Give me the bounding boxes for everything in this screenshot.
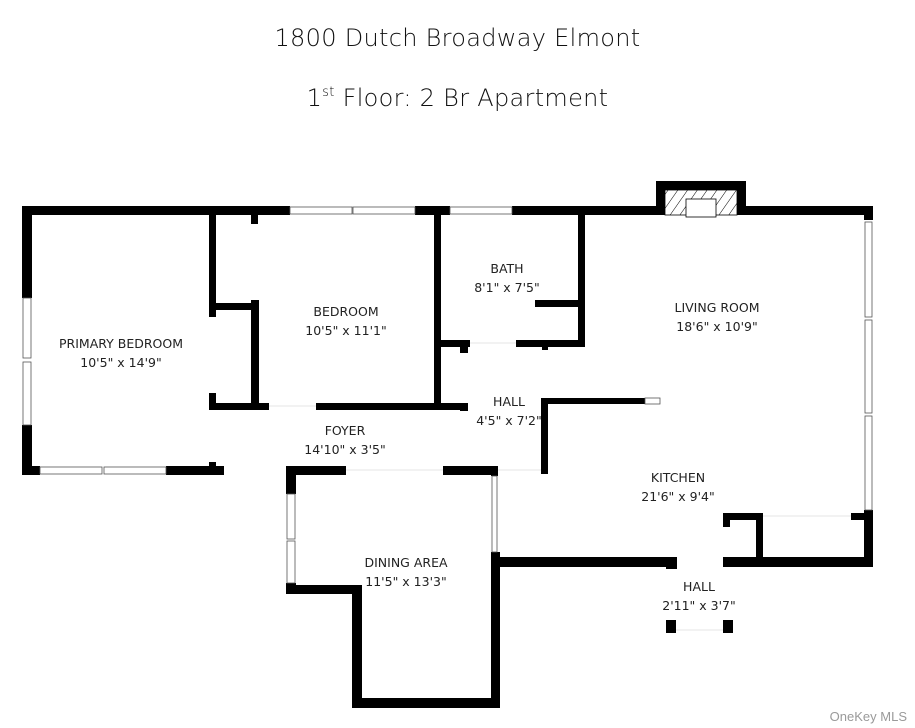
room-dimensions: 18'6" x 10'9" [676,319,758,334]
room-name: BEDROOM [313,304,379,319]
room-name: PRIMARY BEDROOM [59,336,183,351]
room-name: KITCHEN [650,470,706,485]
room-label-dining-area: DINING AREA 11'5" x 13'3" [364,553,447,591]
room-dimensions: 8'1" x 7'5" [474,280,540,295]
room-dimensions: 11'5" x 13'3" [365,574,447,589]
room-label-foyer: FOYER 14'10" x 3'5" [304,421,385,459]
room-dimensions: 4'5" x 7'2" [476,413,542,428]
room-label-primary-bedroom: PRIMARY BEDROOM 10'5" x 14'9" [59,334,183,372]
room-label-bath: BATH 8'1" x 7'5" [474,259,540,297]
floor-number: 1 [306,84,323,112]
room-dimensions: 14'10" x 3'5" [304,442,386,457]
plan-title-address: 1800 Dutch Broadway Elmont [274,24,641,52]
room-label-hall: HALL 4'5" x 7'2" [476,392,542,430]
room-name: HALL [493,394,525,409]
floor-description: Floor: 2 Br Apartment [334,84,609,112]
windows [22,206,873,584]
room-name: DINING AREA [364,555,448,570]
room-name: FOYER [324,423,366,438]
room-name: HALL [683,579,715,594]
room-label-hall-small: HALL 2'11" x 3'7" [662,577,735,615]
walls [22,181,873,708]
plan-subtitle: 1st Floor: 2 Br Apartment [0,84,915,112]
room-dimensions: 10'5" x 14'9" [80,355,162,370]
room-label-kitchen: KITCHEN 21'6" x 9'4" [641,468,714,506]
room-name: BATH [490,261,524,276]
room-dimensions: 2'11" x 3'7" [662,598,736,613]
room-dimensions: 10'5" x 11'1" [305,323,387,338]
room-label-living-room: LIVING ROOM 18'6" x 10'9" [674,298,759,336]
watermark: OneKey MLS [829,709,907,724]
room-name: LIVING ROOM [674,300,760,315]
openings [269,342,851,631]
room-label-bedroom: BEDROOM 10'5" x 11'1" [305,302,386,340]
floor-suffix: st [322,85,335,100]
room-dimensions: 21'6" x 9'4" [641,489,715,504]
